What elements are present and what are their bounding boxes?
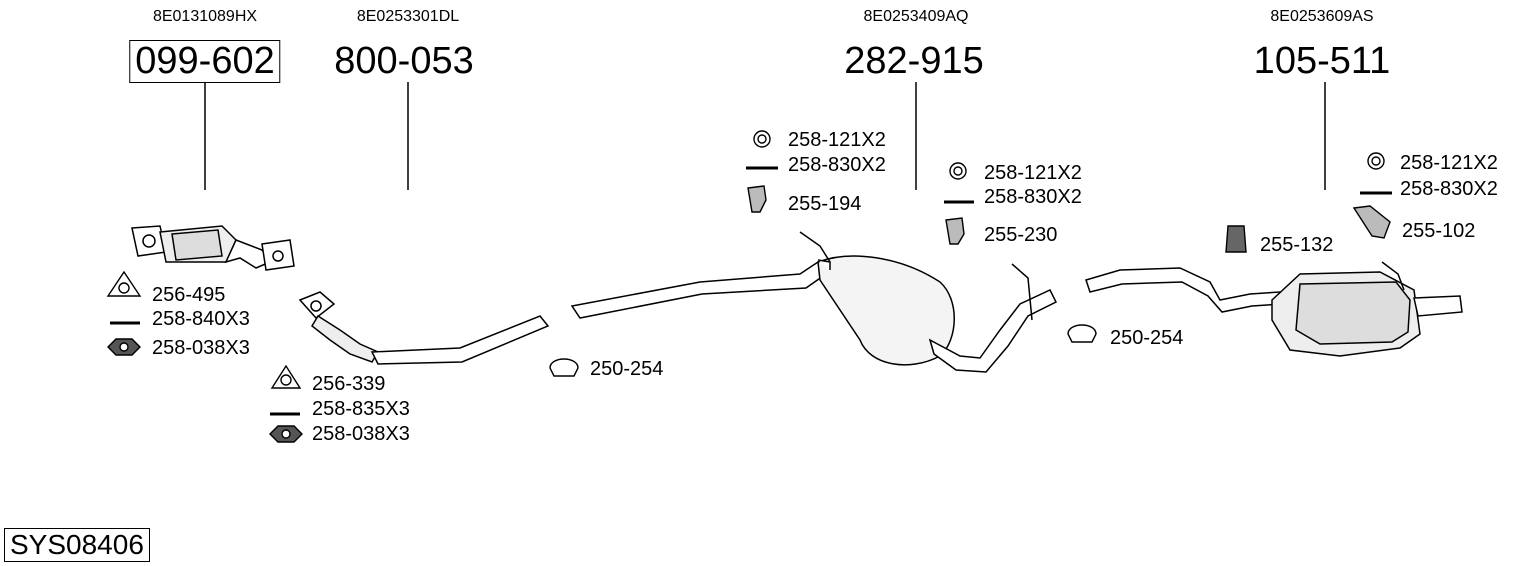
accessory-label: 258-038X3 [312,423,410,445]
accessory-label: 255-230 [984,224,1058,246]
accessory-label: 258-840X3 [152,308,250,330]
hanger-icon [945,217,965,245]
accessory-label: 256-495 [152,284,226,306]
oem-code: 8E0253609AS [1270,8,1374,25]
oem-code: 8E0253301DL [356,8,460,25]
catalytic-converter-drawing [131,225,295,271]
accessory-label: 255-132 [1260,234,1334,256]
accessory-label: 256-339 [312,373,386,395]
part-number: 099-602 [129,40,281,83]
centre-silencer-drawing [570,231,1058,373]
part-number: 282-915 [844,40,984,82]
hanger-icon [747,185,767,213]
accessory-label: 258-121X2 [1400,152,1498,174]
accessory-label: 255-194 [788,193,862,215]
oem-code: 8E0131089HX [152,8,258,25]
clamp-icon [549,358,579,377]
accessory-label: 250-254 [1110,327,1184,349]
accessory-label: 258-835X3 [312,398,410,420]
front-pipe-drawing [298,291,550,365]
oem-code: 8E0253409AQ [863,8,969,25]
accessory-label: 258-830X2 [984,186,1082,208]
hanger-icon [1352,205,1391,239]
accessory-label: 250-254 [590,358,664,380]
system-id: SYS08406 [4,528,150,562]
accessory-label: 258-121X2 [788,129,886,151]
accessory-label: 258-830X2 [788,154,886,176]
accessory-label: 255-102 [1402,220,1476,242]
clamp-icon [1067,324,1097,343]
part-number: 800-053 [334,40,474,82]
rear-silencer-drawing [1085,261,1463,357]
accessory-label: 258-830X2 [1400,178,1498,200]
rubber-mount-icon [1225,225,1247,253]
accessory-label: 258-121X2 [984,162,1082,184]
part-number: 105-511 [1253,40,1391,82]
accessory-label: 258-038X3 [152,337,250,359]
